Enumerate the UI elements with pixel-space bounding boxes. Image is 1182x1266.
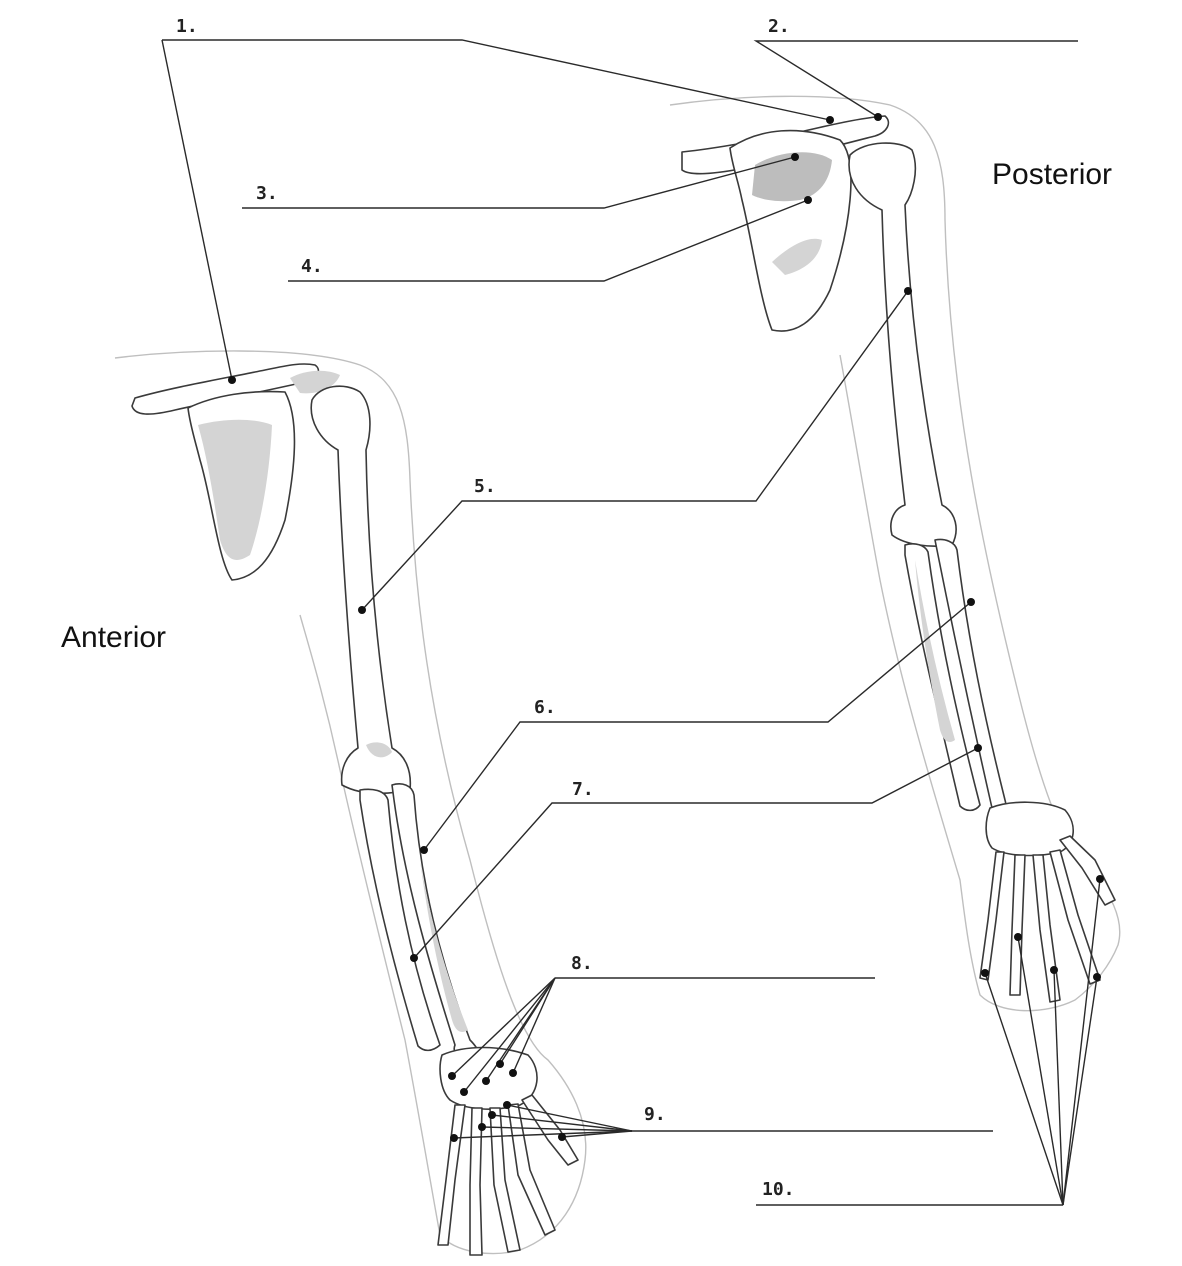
dot-10b — [1014, 933, 1022, 941]
label-4: 4. — [301, 256, 323, 277]
leader-8e — [512, 977, 556, 1074]
anterior-digit-2 — [507, 1103, 556, 1236]
dot-8b — [460, 1088, 468, 1096]
posterior-humerus — [848, 142, 957, 547]
dot-8d — [496, 1060, 504, 1068]
anterior-digit-1-thumb — [521, 1094, 579, 1166]
leader-4 — [288, 199, 809, 282]
label-3: 3. — [256, 183, 278, 204]
label-7: 7. — [572, 779, 594, 800]
dot-9e — [558, 1133, 566, 1141]
dot-10e — [1096, 875, 1104, 883]
leader-3 — [242, 156, 796, 209]
leader-10d — [1062, 976, 1098, 1206]
dot-5-anterior — [358, 606, 366, 614]
leader-9c — [491, 1114, 633, 1132]
leader-8b — [463, 977, 556, 1093]
leader-9b — [481, 1126, 633, 1132]
label-6: 6. — [534, 697, 556, 718]
leader-1-lower — [161, 39, 233, 381]
dot-6-anterior — [420, 846, 428, 854]
dot-9c — [488, 1111, 496, 1119]
dot-10c — [1050, 966, 1058, 974]
posterior-view-label: Posterior — [992, 158, 1112, 191]
anterior-skin-outline — [114, 350, 587, 1255]
leader-9e — [561, 1130, 633, 1138]
leader-9a — [453, 1130, 633, 1139]
posterior-digit-4 — [1009, 854, 1026, 996]
anterior-digit-4 — [469, 1107, 483, 1256]
anterior-view-label: Anterior — [61, 621, 166, 654]
leader-10a — [984, 972, 1064, 1206]
label-9: 9. — [644, 1104, 666, 1125]
dot-8c — [482, 1077, 490, 1085]
posterior-scapula-shade — [772, 238, 822, 275]
leader-5 — [361, 290, 909, 611]
anterior-digit-3 — [489, 1107, 521, 1253]
label-10: 10. — [762, 1179, 795, 1200]
dot-6-posterior — [967, 598, 975, 606]
leader-10e — [1062, 878, 1101, 1206]
anterior-scapula-shade — [198, 419, 272, 560]
anterior-digit-5 — [437, 1104, 466, 1246]
pointer-dots — [228, 113, 1104, 1142]
dot-9d — [503, 1101, 511, 1109]
dot-1-anterior — [228, 376, 236, 384]
label-5: 5. — [474, 476, 496, 497]
label-8: 8. — [571, 953, 593, 974]
label-1: 1. — [176, 16, 198, 37]
dot-8a — [448, 1072, 456, 1080]
leader-2 — [753, 40, 1078, 118]
posterior-carpals — [985, 801, 1074, 857]
dot-10a — [981, 969, 989, 977]
anterior-humerus-shade — [366, 742, 392, 758]
posterior-digit-2 — [1049, 849, 1101, 985]
leader-8d — [499, 977, 556, 1065]
posterior-digit-3 — [1032, 854, 1061, 1003]
leader-10b — [1017, 936, 1064, 1206]
dot-8e — [509, 1069, 517, 1077]
dot-9a — [450, 1134, 458, 1142]
number-labels: 1. 2. 3. 4. 5. 6. 7. 8. 9. 10. — [176, 16, 795, 1200]
leader-9d — [506, 1104, 633, 1132]
dot-1-posterior — [826, 116, 834, 124]
posterior-radius — [934, 538, 1007, 811]
dot-10d — [1093, 973, 1101, 981]
leader-1-upper — [162, 39, 831, 121]
posterior-arm — [669, 95, 1121, 1012]
leader-10c — [1053, 969, 1064, 1206]
posterior-digit-1-thumb — [1059, 835, 1116, 906]
dot-5-posterior — [904, 287, 912, 295]
dot-2 — [874, 113, 882, 121]
leader-6 — [423, 601, 972, 851]
leader-lines — [161, 39, 1101, 1206]
posterior-scapula-fossa-shade — [752, 152, 832, 202]
dot-3 — [791, 153, 799, 161]
posterior-skin-outline — [669, 95, 1121, 1012]
dot-4 — [804, 196, 812, 204]
anterior-humerus — [310, 385, 412, 795]
anterior-arm — [114, 350, 587, 1256]
anterior-ulna — [359, 788, 441, 1052]
leader-8a — [451, 977, 556, 1077]
posterior-digit-5 — [979, 851, 1005, 981]
dot-7-anterior — [410, 954, 418, 962]
dot-9b — [478, 1123, 486, 1131]
dot-7-posterior — [974, 744, 982, 752]
label-2: 2. — [768, 16, 790, 37]
leader-7 — [413, 747, 979, 959]
